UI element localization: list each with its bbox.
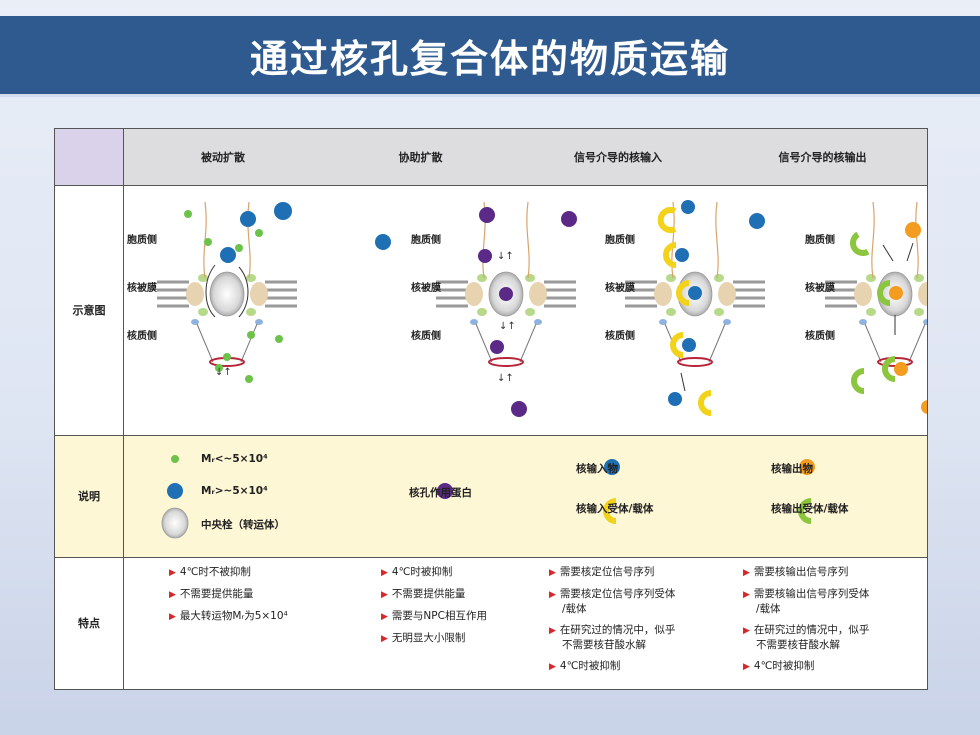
- legend-row: [123, 435, 927, 557]
- svg-text:核质侧: 核质侧: [805, 329, 835, 342]
- diagram-facilitated: ↓↑ ↓↑ ↓↑ 胞质侧 核被膜 核质侧: [410, 200, 578, 417]
- svg-text:↓↑: ↓↑: [497, 373, 514, 384]
- legend-export-cargo: 核输出物: [771, 463, 813, 475]
- slide-title: 通过核孔复合体的物质运输: [249, 36, 730, 81]
- col-header-import: 信号介导的核输入: [518, 129, 718, 185]
- legend-import-cargo: 核输入物: [576, 463, 618, 475]
- large-molecule-icon: [167, 483, 183, 499]
- import-receptor-icon: [603, 498, 617, 524]
- svg-text:↓↑: ↓↑: [215, 367, 232, 378]
- label-cytoplasm: 胞质侧: [126, 233, 157, 246]
- export-receptor-icon: [798, 498, 812, 524]
- transport-diagrams: ↓↑ 胞质侧 核被膜 核质侧 ↓↑ ↓↑ ↓↑ 胞质侧 核被膜 核质侧: [126, 200, 927, 417]
- legend-icons: [161, 455, 815, 539]
- features-export: ▶需要核输出信号序列 ▶需要核输出信号序列受体 /载体 ▶在研究过的情况中，似乎…: [743, 566, 870, 672]
- svg-text:↓↑: ↓↑: [499, 321, 516, 332]
- svg-text:核质侧: 核质侧: [411, 329, 441, 342]
- diagram-passive: ↓↑ 胞质侧 核被膜 核质侧: [126, 200, 391, 383]
- legend-plug: 中央栓（转运体）: [201, 519, 285, 531]
- export-cargo-icon: [799, 459, 815, 475]
- title-bar: 通过核孔复合体的物质运输: [0, 16, 980, 94]
- row-label-diagram: 示意图: [72, 304, 106, 317]
- svg-text:胞质侧: 胞质侧: [804, 233, 835, 246]
- features-passive: ▶4℃时不被抑制 ▶不需要提供能量 ▶最大转运物Mᵣ为5×10⁴: [169, 566, 288, 622]
- comparison-table: 被动扩散 协助扩散 信号介导的核输入 信号介导的核输出 示意图 说明 特点: [54, 128, 928, 690]
- svg-text:核质侧: 核质侧: [605, 329, 635, 342]
- features-import: ▶需要核定位信号序列 ▶需要核定位信号序列受体 /载体 ▶在研究过的情况中，似乎…: [549, 566, 676, 672]
- svg-text:核被膜: 核被膜: [411, 281, 441, 294]
- svg-text:核被膜: 核被膜: [605, 281, 635, 294]
- row-label-legend: 说明: [55, 435, 123, 557]
- legend-large: Mᵣ>~5×10⁴: [201, 485, 268, 497]
- svg-text:胞质侧: 胞质侧: [410, 233, 441, 246]
- label-envelope: 核被膜: [127, 281, 157, 294]
- svg-text:胞质侧: 胞质侧: [604, 233, 635, 246]
- svg-text:↓↑: ↓↑: [497, 251, 514, 262]
- col-header-passive: 被动扩散: [123, 129, 323, 185]
- legend-import-receptor: 核输入受体/载体: [576, 503, 654, 515]
- legend-small: Mᵣ<~5×10⁴: [201, 453, 268, 465]
- legend-export-receptor: 核输出受体/载体: [771, 503, 849, 515]
- diagram-import: 胞质侧 核被膜 核质侧: [604, 200, 767, 416]
- row-label-features: 特点: [78, 617, 100, 630]
- svg-text:核被膜: 核被膜: [805, 281, 835, 294]
- features-facilitated: ▶4℃时被抑制 ▶不需要提供能量 ▶需要与NPC相互作用 ▶无明显大小限制: [381, 566, 487, 644]
- central-plug-icon: [161, 507, 189, 539]
- legend-npc-protein: 核孔作用蛋白: [409, 487, 472, 499]
- col-header-export: 信号介导的核输出: [718, 129, 927, 185]
- npc-protein-icon: [437, 483, 453, 499]
- table-corner: [55, 129, 123, 185]
- label-nucleoplasm: 核质侧: [127, 329, 157, 342]
- col-header-facilitated: 协助扩散: [323, 129, 518, 185]
- small-molecule-icon: [171, 455, 179, 463]
- diagram-export: 胞质侧 核被膜 核质侧: [804, 200, 927, 414]
- import-cargo-icon: [604, 459, 620, 475]
